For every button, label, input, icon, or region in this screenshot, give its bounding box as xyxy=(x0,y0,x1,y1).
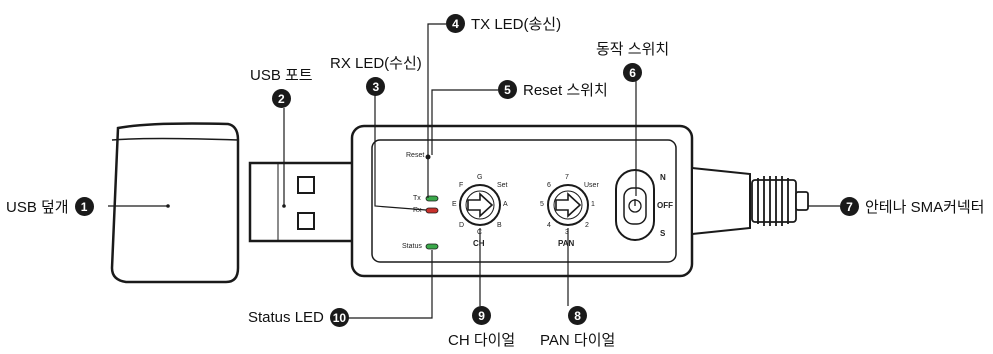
ch-tick: E xyxy=(452,201,457,208)
pan-tick: 1 xyxy=(591,201,595,208)
pan-tick: 3 xyxy=(565,229,569,236)
callout-pan-dial: 8 PAN 다이얼 xyxy=(540,306,615,350)
pan-dial-label: PAN xyxy=(558,239,575,248)
callout-number: 3 xyxy=(366,77,386,96)
switch-label-off: OFF xyxy=(657,201,673,210)
switch-label-n: N xyxy=(660,173,666,182)
callout-tx-led: 4 TX LED(송신) xyxy=(446,13,561,34)
sma-thread xyxy=(751,176,809,226)
sma-base xyxy=(691,166,751,236)
callout-ch-dial: 9 CH 다이얼 xyxy=(448,306,515,350)
callout-usb-cap: USB 덮개 1 xyxy=(6,196,94,217)
callout-label: CH 다이얼 xyxy=(448,332,516,349)
panel-label-rx: Rx xyxy=(413,207,422,214)
ch-dial xyxy=(459,184,501,226)
callout-number: 1 xyxy=(74,197,94,216)
callout-label: USB 포트 xyxy=(250,67,313,84)
callout-label: RX LED(수신) xyxy=(330,55,422,72)
callout-rx-led: RX LED(수신) 3 xyxy=(330,52,422,96)
status-led xyxy=(425,243,439,250)
callout-status-led: Status LED 10 xyxy=(248,308,349,327)
leader-lines xyxy=(108,23,840,319)
callout-label: PAN 다이얼 xyxy=(540,332,616,349)
callout-label: 동작 스위치 xyxy=(596,41,670,58)
callout-sma: 7 안테나 SMA커넥터 xyxy=(840,196,984,217)
callout-number: 8 xyxy=(568,306,588,325)
panel-label-status: Status xyxy=(402,243,422,250)
callout-reset-switch: 5 Reset 스위치 xyxy=(498,79,608,100)
callout-number: 4 xyxy=(446,14,465,33)
ch-tick: A xyxy=(503,201,508,208)
ch-tick: D xyxy=(459,222,465,229)
rx-led xyxy=(425,207,439,214)
usb-cap xyxy=(110,122,240,284)
callout-label: USB 덮개 xyxy=(6,199,69,216)
ch-tick: G xyxy=(477,174,483,181)
pan-tick: 4 xyxy=(547,222,551,229)
ch-tick: C xyxy=(477,229,483,236)
callout-label: 안테나 SMA커넥터 xyxy=(865,199,985,216)
callout-number: 5 xyxy=(498,80,517,99)
callout-label: Reset 스위치 xyxy=(523,82,608,99)
panel-label-tx: Tx xyxy=(413,195,421,202)
ch-dial-label: CH xyxy=(473,239,485,248)
front-panel xyxy=(371,139,677,263)
pan-tick: 7 xyxy=(565,174,569,181)
ch-tick: F xyxy=(459,182,464,189)
callout-number: 2 xyxy=(271,89,291,108)
callout-label: TX LED(송신) xyxy=(471,16,562,33)
pan-dial xyxy=(547,184,589,226)
callout-power-switch: 동작 스위치 6 xyxy=(596,38,669,82)
callout-number: 7 xyxy=(840,197,859,216)
power-switch xyxy=(615,169,655,241)
callout-usb-port: USB 포트 2 xyxy=(250,64,313,108)
pan-tick: 6 xyxy=(547,182,551,189)
switch-label-s: S xyxy=(660,229,666,238)
ch-tick: B xyxy=(497,222,502,229)
panel-label-reset: Reset xyxy=(406,152,425,159)
pan-tick: 5 xyxy=(540,201,544,208)
callout-number: 6 xyxy=(623,63,643,82)
ch-tick: Set xyxy=(497,182,508,189)
callout-label: Status LED xyxy=(248,309,324,326)
pan-tick: 2 xyxy=(585,222,589,229)
pan-tick: User xyxy=(584,182,599,189)
callout-number: 10 xyxy=(329,308,349,327)
tx-led xyxy=(425,195,439,202)
callout-number: 9 xyxy=(472,306,492,325)
